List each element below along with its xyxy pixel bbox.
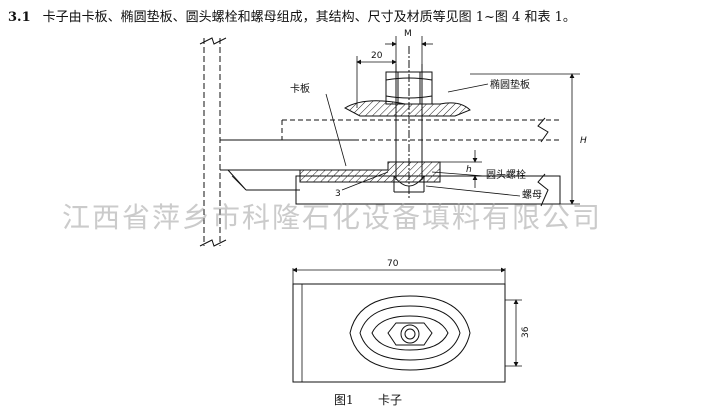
section-text: 卡子由卡板、椭圆垫板、圆头螺栓和螺母组成，其结构、尺寸及材质等见图 1~图 4 … bbox=[42, 10, 576, 25]
section-heading: 3.1 卡子由卡板、椭圆垫板、圆头螺栓和螺母组成，其结构、尺寸及材质等见图 1~图… bbox=[8, 6, 576, 25]
vessel-wall bbox=[199, 37, 227, 247]
figure-number: 图1 bbox=[334, 393, 354, 407]
plan-oval-washer bbox=[349, 295, 471, 371]
section-view bbox=[199, 37, 561, 247]
dim-H: H bbox=[580, 136, 587, 146]
section-number: 3.1 bbox=[8, 10, 31, 25]
plan-nut bbox=[387, 322, 433, 346]
label-oval-washer: 椭圆垫板 bbox=[490, 78, 530, 91]
plan-dimensions bbox=[292, 267, 522, 367]
label-clamp-plate: 卡板 bbox=[290, 82, 310, 95]
dim-70: 70 bbox=[387, 259, 399, 269]
plan-view bbox=[292, 283, 506, 383]
section-dimensions bbox=[325, 36, 580, 205]
figure-title: 卡子 bbox=[378, 393, 402, 407]
label-round-bolt: 圆头螺栓 bbox=[486, 168, 526, 181]
dim-3: 3 bbox=[335, 189, 341, 199]
nut bbox=[385, 71, 433, 105]
label-nut: 螺母 bbox=[522, 189, 542, 201]
oval-washer bbox=[343, 100, 471, 117]
dim-m: M bbox=[404, 29, 412, 39]
dim-h: h bbox=[466, 165, 472, 175]
upper-plate bbox=[281, 117, 560, 143]
dim-36: 36 bbox=[521, 326, 531, 338]
dim-20: 20 bbox=[371, 51, 383, 61]
